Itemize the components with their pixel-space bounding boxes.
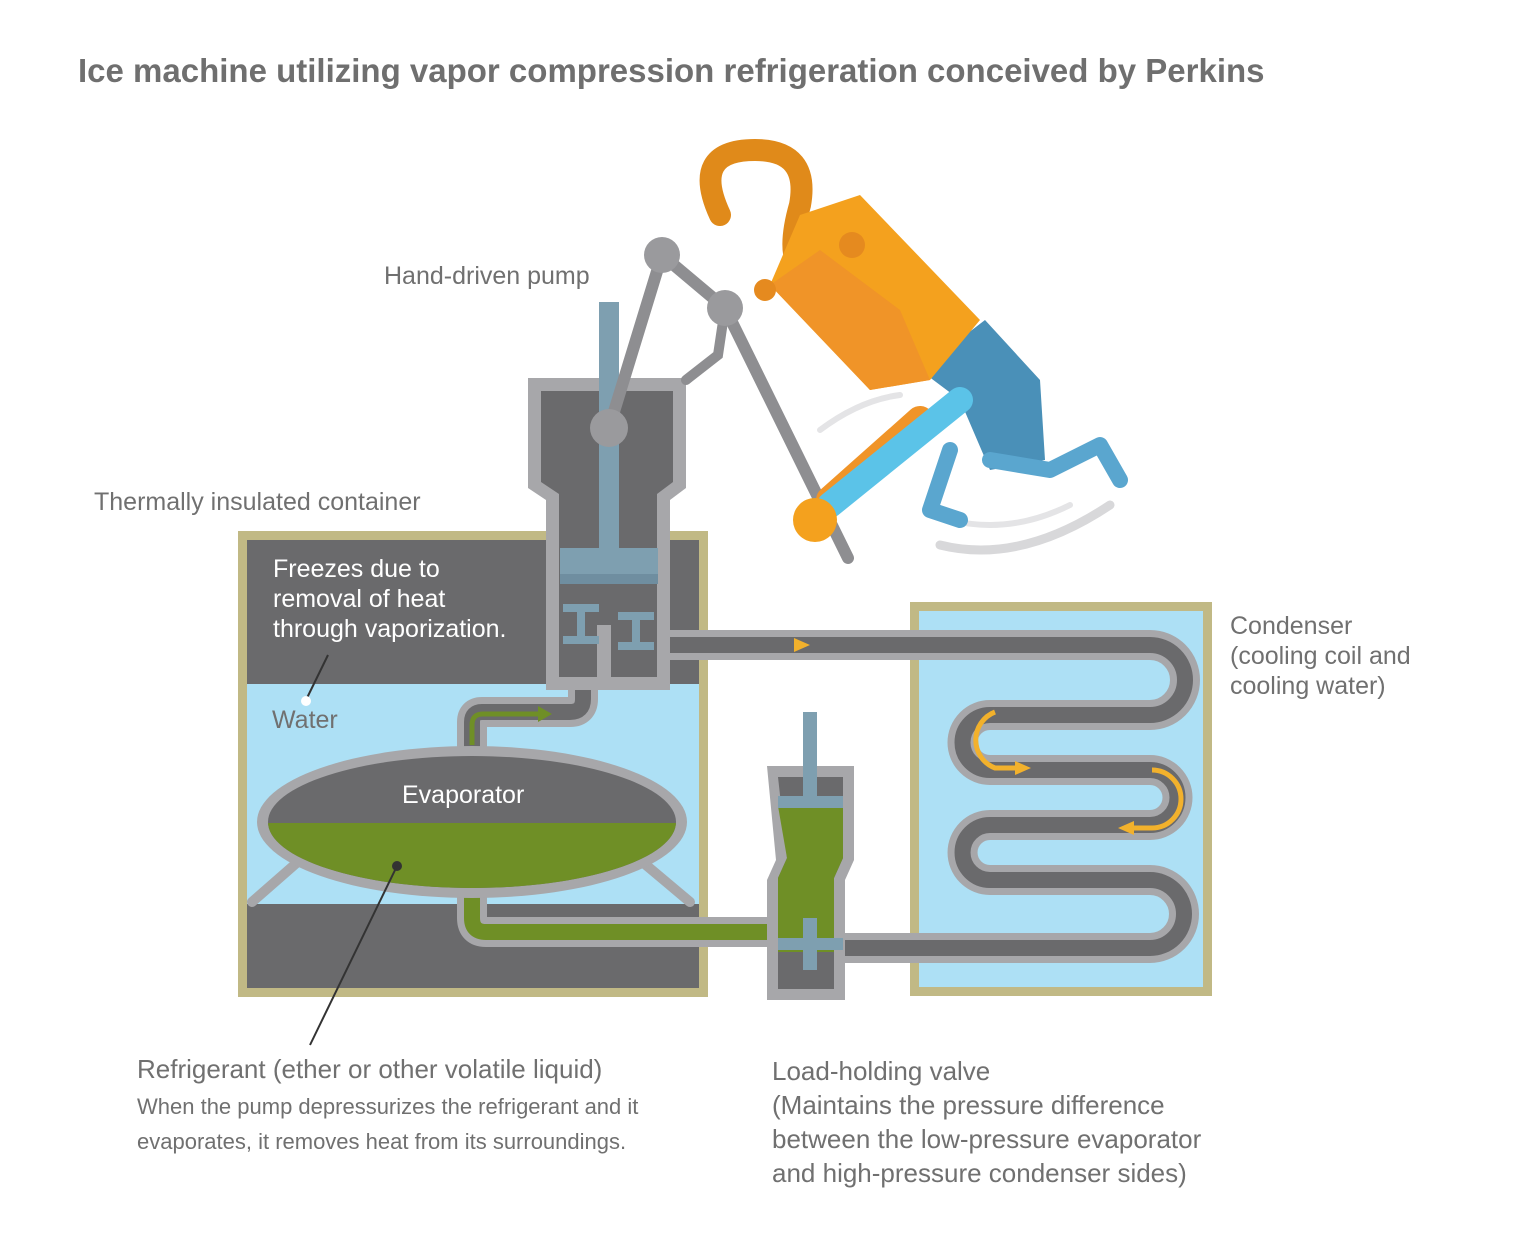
freezes-line-2: removal of heat — [273, 585, 446, 613]
pump-check-valves — [563, 604, 654, 650]
refrigerant-description: When the pump depressurizes the refriger… — [137, 1089, 638, 1159]
condenser-label: Condenser (cooling coil and cooling wate… — [1230, 611, 1411, 701]
condenser-line-1: Condenser — [1230, 612, 1353, 640]
freezes-note: Freezes due to removal of heat through v… — [273, 554, 506, 644]
valve-line-3: between the low-pressure evaporator — [772, 1124, 1202, 1154]
freezes-line-1: Freezes due to — [273, 555, 440, 583]
condenser-line-3: cooling water) — [1230, 672, 1386, 700]
hand-pump-label: Hand-driven pump — [384, 262, 590, 290]
leader-lines — [305, 654, 398, 1046]
load-holding-valve — [767, 712, 854, 1000]
evaporator-label: Evaporator — [402, 781, 525, 809]
valve-line-2: (Maintains the pressure difference — [772, 1090, 1165, 1120]
evaporator — [257, 746, 687, 898]
pump-body — [528, 302, 686, 690]
valve-line-4: and high-pressure condenser sides) — [772, 1158, 1187, 1188]
evaporator-legs — [247, 855, 695, 907]
valve-label: Load-holding valve (Maintains the pressu… — [772, 1054, 1201, 1190]
refrigerant-desc-line-1: When the pump depressurizes the refriger… — [137, 1094, 639, 1119]
refrigerant-desc-line-2: evaporates, it removes heat from its sur… — [137, 1129, 627, 1154]
container-label: Thermally insulated container — [94, 488, 421, 516]
freezes-line-3: through vaporization. — [273, 615, 507, 643]
water-label: Water — [272, 706, 338, 734]
condenser-tank — [910, 602, 1212, 996]
valve-line-1: Load-holding valve — [772, 1056, 991, 1086]
flow-arrows — [469, 638, 1184, 835]
refrigerant-title: Refrigerant (ether or other volatile liq… — [137, 1054, 603, 1084]
person-illustration — [699, 138, 1128, 555]
page-title: Ice machine utilizing vapor compression … — [78, 52, 1265, 89]
water-pointer-dot — [301, 696, 311, 706]
condenser-line-2: (cooling coil and — [1230, 642, 1411, 670]
